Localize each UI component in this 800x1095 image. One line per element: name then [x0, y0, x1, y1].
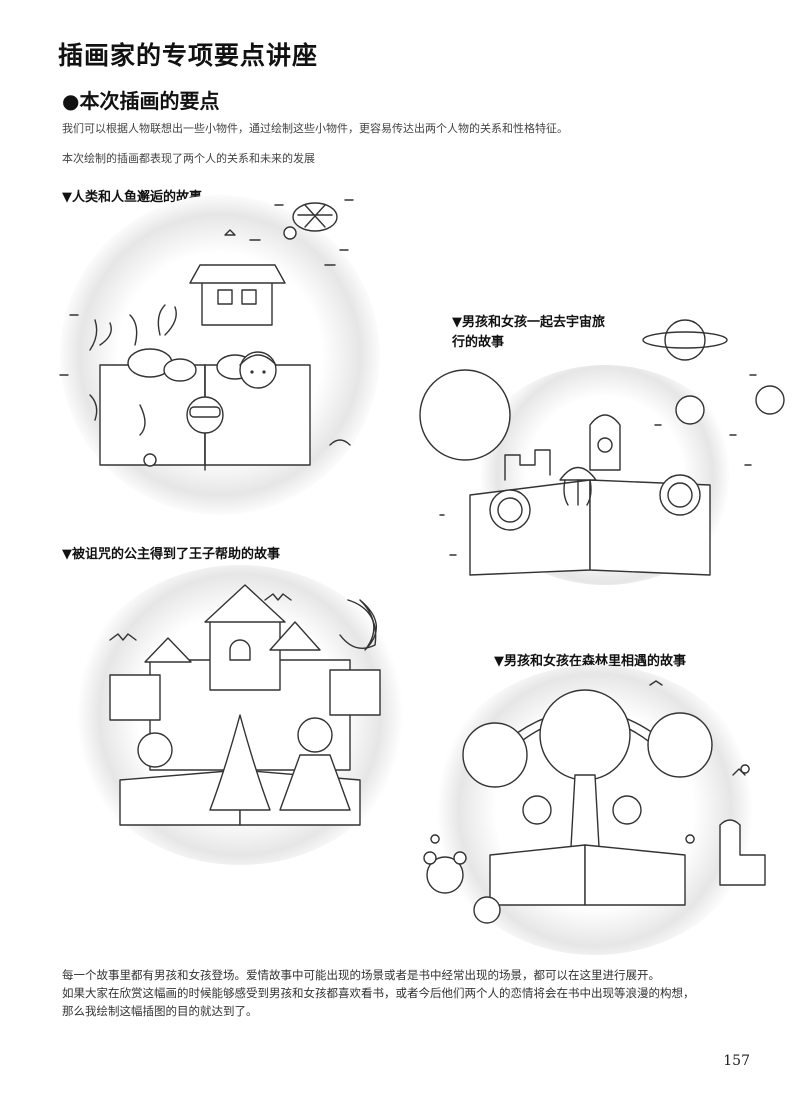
footer-line-3: 那么我绘制这幅插图的目的就达到了。 [62, 1004, 258, 1018]
caption-space-story: ▼男孩和女孩一起去宇宙旅 行的故事 [452, 313, 605, 353]
intro-paragraph-2: 本次绘制的插画都表现了两个人的关系和未来的发展 [62, 152, 315, 165]
caption-space-line-1: ▼男孩和女孩一起去宇宙旅 [452, 315, 605, 330]
caption-space-line-2: 行的故事 [452, 335, 505, 350]
page-title: 插画家的专项要点讲座 [58, 41, 319, 70]
intro-paragraph-1: 我们可以根据人物联想出一些小物件，通过绘制这些小物件，更容易传达出两个人物的关系… [62, 122, 568, 135]
footer-line-2: 如果大家在欣赏这幅画的时候能够感受到男孩和女孩都喜欢看书，或者今后他们两个人的恋… [62, 986, 695, 1000]
illustration-forest-story [423, 680, 766, 924]
illustration-princess-story [109, 584, 381, 826]
caption-princess-story: ▼被诅咒的公主得到了王子帮助的故事 [62, 547, 280, 562]
footer-line-1: 每一个故事里都有男孩和女孩登场。爱情故事中可能出现的场景或者是书中经常出现的场景… [62, 968, 660, 982]
caption-forest-story: ▼男孩和女孩在森林里相遇的故事 [494, 654, 686, 669]
illustration-mermaid-story [59, 199, 354, 471]
illustration-space-story [419, 319, 785, 576]
section-heading: ●本次插画的要点 [62, 89, 220, 113]
page-number: 157 [723, 1053, 750, 1069]
footer-paragraph: 每一个故事里都有男孩和女孩登场。爱情故事中可能出现的场景或者是书中经常出现的场景… [62, 966, 762, 1020]
caption-mermaid-story: ▼人类和人鱼邂逅的故事 [62, 190, 202, 205]
